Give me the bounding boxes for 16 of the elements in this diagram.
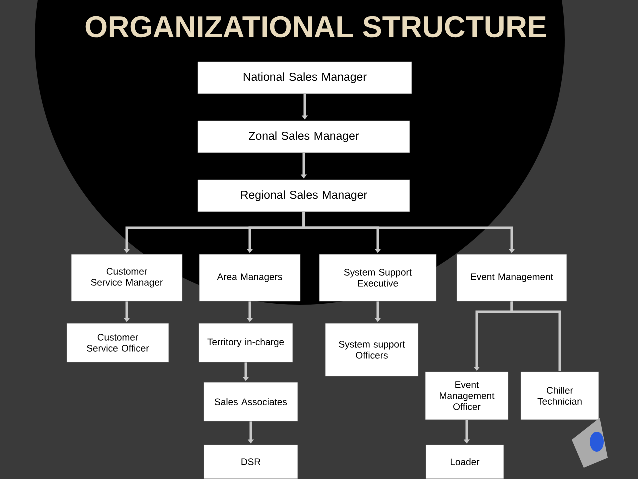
org-box: Event Management: [456, 254, 568, 302]
org-box: National Sales Manager: [198, 62, 412, 94]
org-box: System support Officers: [325, 323, 419, 377]
org-box: Customer Service Manager: [71, 254, 183, 302]
org-box: Regional Sales Manager: [198, 180, 410, 212]
org-box: Zonal Sales Manager: [198, 120, 410, 154]
org-box: Event Management Officer: [425, 372, 509, 420]
org-box: Sales Associates: [204, 382, 298, 422]
org-box: Area Managers: [199, 254, 301, 302]
org-box: Territory in-charge: [198, 323, 294, 363]
org-box: Loader: [426, 444, 504, 479]
org-box: Chiller Technician: [520, 372, 600, 420]
org-box: Customer Service Officer: [66, 323, 170, 363]
org-box: DSR: [204, 444, 298, 479]
title: ORGANIZATIONAL STRUCTURE: [86, 16, 546, 38]
org-box: System Support Executive: [319, 254, 437, 302]
